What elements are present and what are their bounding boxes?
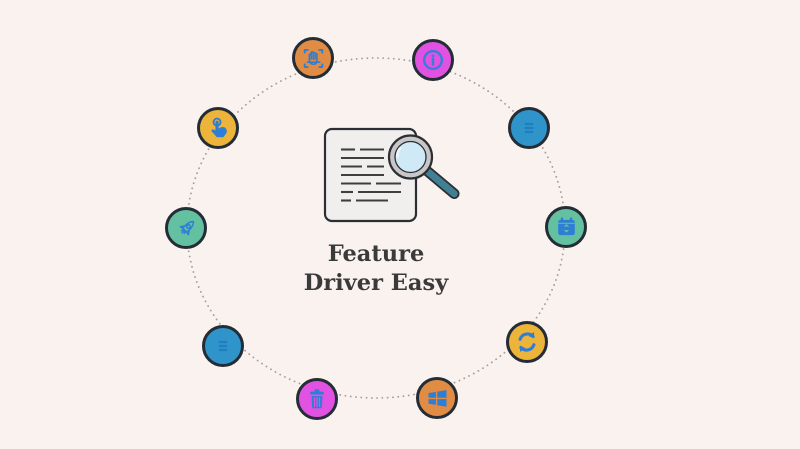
rocket-glyph [178, 220, 194, 236]
title-line-2: Driver Easy [303, 269, 449, 296]
refresh-sync-icon [506, 321, 548, 363]
trash-glyph [310, 389, 324, 409]
magnifier-lens [394, 140, 427, 174]
info-icon [412, 39, 454, 81]
info-glyph [422, 49, 444, 71]
calendar-glyph [557, 216, 575, 235]
solid-blue-icon [508, 107, 550, 149]
rocket-icon [165, 207, 207, 249]
hand-scan-icon [292, 37, 334, 79]
title-line-1: Feature [327, 241, 425, 267]
windows-glyph [428, 389, 446, 407]
document-text-lines [341, 148, 401, 202]
faint-list-glyph [218, 340, 228, 352]
page-title: Feature Driver Easy [304, 240, 448, 298]
trash-icon [296, 378, 338, 420]
document-magnifier-illustration [323, 127, 460, 223]
solid-blue-icon [202, 325, 244, 367]
faint-list-glyph [524, 122, 534, 134]
calendar-schedule-icon [545, 206, 587, 248]
hand-scan-glyph [303, 48, 323, 68]
tap-glyph [211, 117, 227, 137]
lens-highlight [396, 147, 402, 158]
tap-gesture-icon [197, 107, 239, 149]
refresh-glyph [518, 331, 536, 353]
windows-logo-icon [416, 377, 458, 419]
